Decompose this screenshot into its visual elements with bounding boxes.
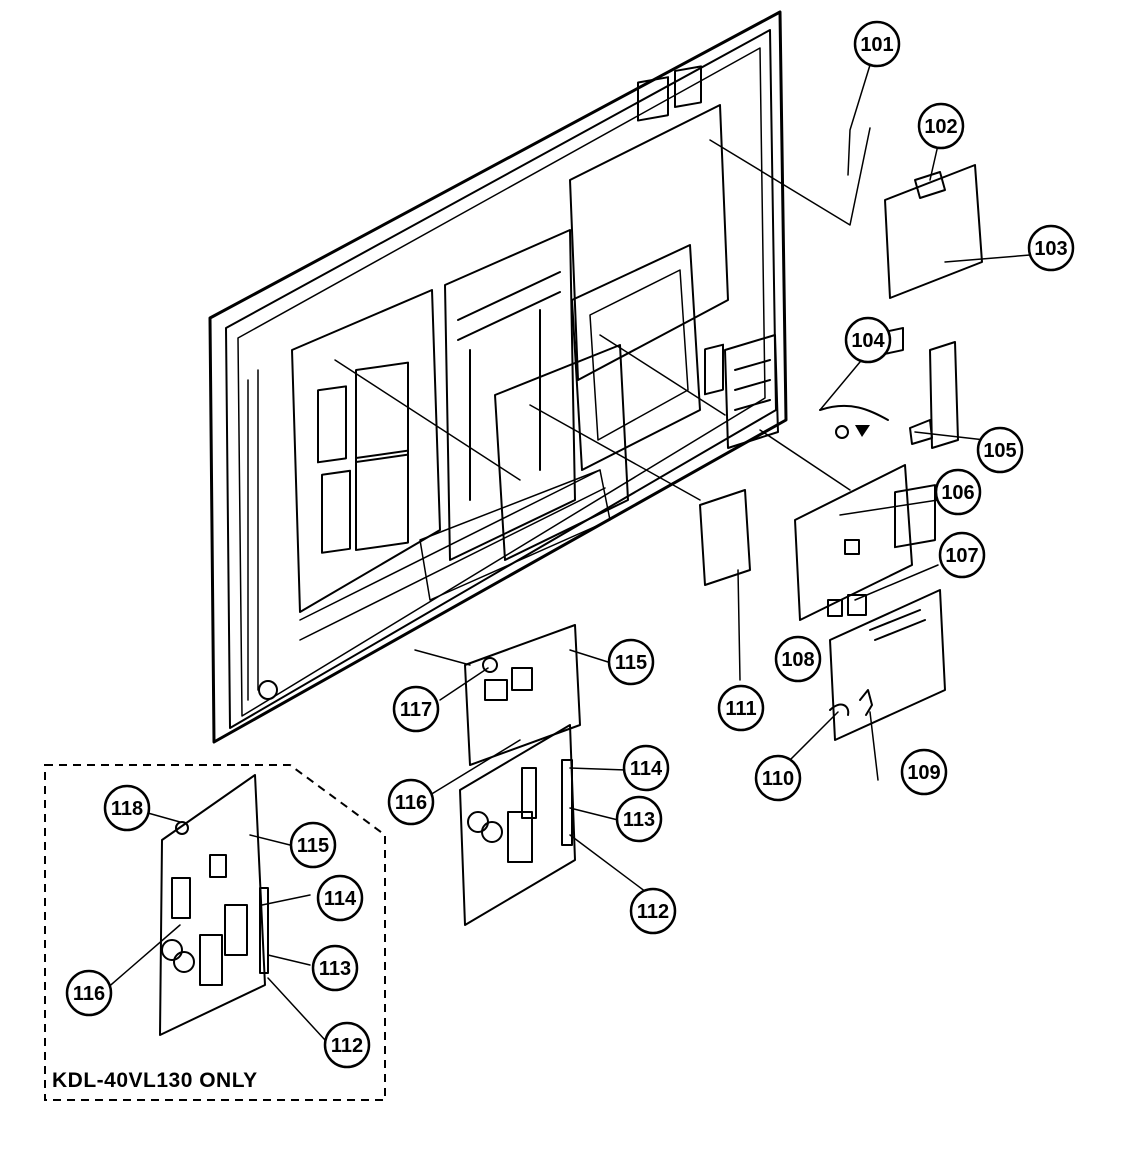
svg-text:106: 106	[941, 482, 974, 504]
leader-lines	[104, 64, 1031, 1041]
svg-text:111: 111	[725, 698, 756, 720]
svg-text:117: 117	[400, 699, 432, 721]
callout-110: 110	[754, 754, 802, 802]
board-115-117	[464, 624, 581, 766]
svg-text:112: 112	[331, 1035, 363, 1057]
direction-marker	[855, 425, 870, 437]
inset-power-board	[159, 774, 269, 1036]
callout-116: 116	[387, 778, 435, 826]
svg-text:115: 115	[615, 652, 647, 674]
inset-border	[44, 764, 386, 1101]
svg-text:112: 112	[637, 901, 669, 923]
callout-101: 101	[853, 20, 901, 68]
inset-callout-116: 116	[65, 969, 113, 1017]
svg-text:113: 113	[623, 809, 655, 831]
callout-113: 113	[615, 795, 663, 843]
callout-102: 102	[917, 102, 965, 150]
inset-callout-114: 114	[316, 874, 364, 922]
callout-103: 103	[1027, 224, 1075, 272]
svg-text:107: 107	[945, 545, 978, 567]
svg-text:116: 116	[73, 983, 105, 1005]
callout-112: 112	[629, 887, 677, 935]
svg-text:114: 114	[324, 888, 357, 910]
callout-109: 109	[900, 748, 948, 796]
svg-text:115: 115	[297, 835, 329, 857]
power-board-112-116	[459, 724, 576, 926]
board-109-110	[829, 484, 946, 741]
svg-text:104: 104	[851, 330, 885, 352]
callout-107: 107	[938, 531, 986, 579]
svg-text:105: 105	[983, 440, 1016, 462]
tv-rear-chassis	[208, 10, 788, 744]
callout-106: 106	[934, 468, 982, 516]
svg-text:113: 113	[319, 958, 351, 980]
svg-text:114: 114	[630, 758, 663, 780]
inset-callout-115: 115	[289, 821, 337, 869]
callouts: 101 102 103 104 105 106 107 108 109 110 …	[65, 20, 1075, 1069]
callout-105: 105	[976, 426, 1024, 474]
inset-callout-118: 118	[103, 784, 151, 832]
board-104-105	[819, 341, 959, 449]
callout-111: 111	[717, 684, 765, 732]
inset-callout-113: 113	[311, 944, 359, 992]
callout-108: 108	[774, 635, 822, 683]
main-board-106	[794, 327, 913, 621]
callout-104: 104	[844, 316, 892, 364]
svg-text:109: 109	[907, 762, 940, 784]
svg-text:103: 103	[1034, 238, 1067, 260]
board-111	[699, 343, 751, 586]
callout-114: 114	[622, 744, 670, 792]
svg-text:102: 102	[924, 116, 957, 138]
svg-text:118: 118	[111, 798, 143, 820]
model-note: KDL-40VL130 ONLY	[52, 1069, 258, 1092]
svg-text:116: 116	[395, 792, 427, 814]
callout-115: 115	[607, 638, 655, 686]
svg-text:108: 108	[781, 649, 814, 671]
svg-text:110: 110	[762, 768, 794, 790]
svg-text:101: 101	[860, 34, 893, 56]
inset-callout-112: 112	[323, 1021, 371, 1069]
callout-117: 117	[392, 685, 440, 733]
